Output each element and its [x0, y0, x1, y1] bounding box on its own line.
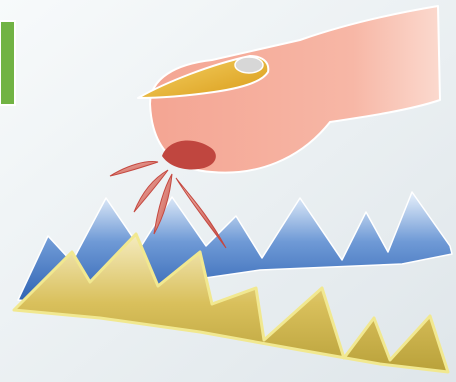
nail-highlight	[235, 57, 263, 73]
green-tab-shape	[0, 21, 15, 105]
